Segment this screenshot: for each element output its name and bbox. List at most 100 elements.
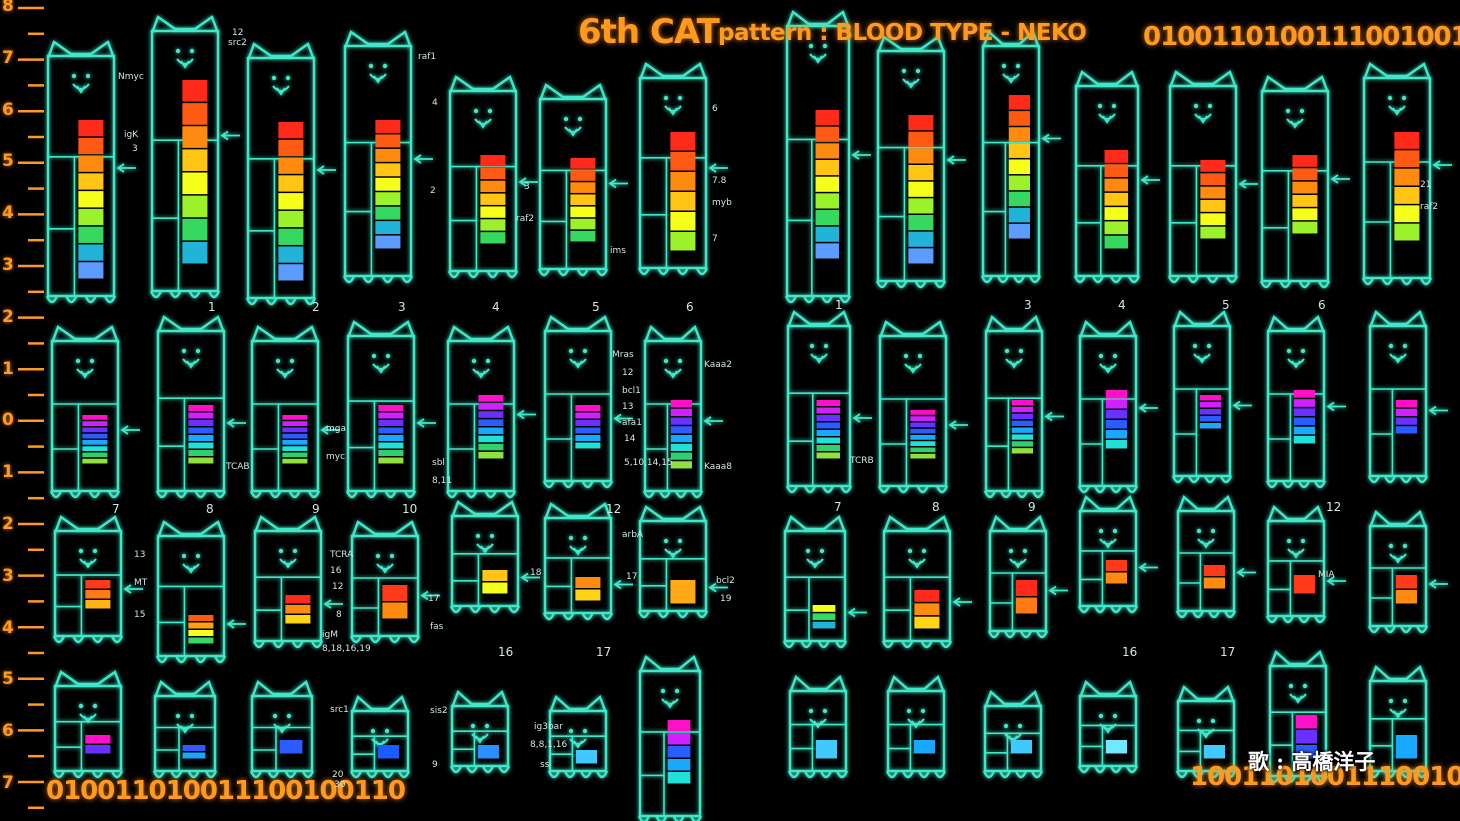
cat-chromosome (784, 10, 871, 304)
band (82, 440, 108, 445)
band (282, 446, 308, 451)
band (82, 421, 108, 426)
band (670, 400, 693, 408)
gene-label: 5,10,14,15 (624, 458, 673, 468)
cat-chromosome (252, 515, 343, 649)
band (375, 221, 401, 235)
band (478, 411, 504, 418)
gene-label: 21 (1420, 180, 1432, 190)
chromosome-number: 3 (1024, 298, 1032, 312)
band (378, 412, 404, 419)
band (477, 745, 500, 759)
band (1200, 160, 1226, 172)
band (816, 430, 841, 436)
band (1200, 173, 1226, 186)
band (908, 165, 934, 181)
band (816, 422, 841, 429)
band (482, 570, 508, 581)
band (667, 720, 691, 732)
band (908, 215, 934, 231)
band (1008, 223, 1031, 239)
band (1105, 430, 1128, 439)
band (282, 415, 308, 420)
cat-chromosome (449, 689, 511, 774)
band (1292, 195, 1318, 207)
band (908, 198, 934, 214)
cat-chromosome (782, 515, 867, 649)
chromosome-number: 5 (592, 300, 600, 314)
gene-label: 20 (332, 770, 344, 780)
band (816, 407, 841, 414)
band (182, 80, 208, 102)
gene-label: 17 (428, 594, 440, 604)
gene-label: TCRB (850, 456, 874, 466)
gene-label: 8,11 (432, 476, 453, 486)
band (670, 426, 693, 434)
band (375, 177, 401, 191)
band (82, 427, 108, 433)
gene-label: bcl1 (622, 386, 641, 396)
band (375, 206, 401, 220)
band (188, 412, 214, 419)
gene-label: 9 (432, 760, 438, 770)
band (278, 193, 304, 210)
cat-chromosome (547, 694, 609, 779)
band (570, 194, 596, 206)
band (82, 458, 108, 464)
band (278, 175, 304, 192)
scale-label: 1 (2, 358, 14, 379)
band (378, 427, 404, 434)
gene-label: raf2 (1420, 202, 1439, 212)
band (480, 155, 506, 167)
band (1203, 745, 1226, 759)
band (82, 452, 108, 458)
gene-label: 12 (332, 582, 344, 592)
cat-chromosome (987, 514, 1068, 639)
cat-chromosome (1265, 314, 1346, 489)
band (670, 417, 693, 425)
band (1105, 572, 1128, 584)
band (1105, 410, 1128, 419)
band (282, 440, 308, 445)
band (1199, 423, 1222, 429)
cat-chromosome (155, 315, 246, 499)
band (1295, 715, 1318, 729)
cat-chromosome (349, 694, 411, 779)
band (78, 191, 104, 208)
band (910, 453, 936, 459)
gene-label: igM (322, 630, 338, 640)
cat-chromosome (885, 674, 947, 779)
band (480, 206, 506, 218)
chromosome-number: 6 (686, 300, 694, 314)
gene-label: 12 (622, 368, 634, 378)
band (815, 740, 838, 759)
cat-chromosome (787, 674, 849, 779)
gene-label: 13 (134, 550, 146, 560)
band (812, 605, 836, 612)
band (1203, 577, 1226, 589)
band (1200, 186, 1226, 199)
band (1011, 441, 1034, 447)
gene-label: 8,8,1,16 (530, 740, 568, 750)
gene-label: MIA (1318, 570, 1335, 580)
chromosome-number: 2 (312, 300, 320, 314)
title-text: 6th CAT (578, 12, 720, 52)
band (1008, 159, 1031, 175)
scale-label: 2 (2, 306, 14, 327)
band (78, 262, 104, 279)
band (1008, 175, 1031, 191)
band (570, 158, 596, 169)
band (1203, 565, 1226, 576)
band (1105, 740, 1128, 754)
band (1199, 402, 1222, 408)
band (1105, 440, 1128, 449)
cat-chromosome (445, 325, 536, 499)
cat-chromosome (637, 62, 728, 276)
gene-label: 6 (712, 104, 718, 114)
band (575, 435, 601, 441)
band (182, 218, 208, 241)
band (670, 132, 696, 151)
band (1293, 426, 1316, 435)
band (188, 405, 214, 411)
